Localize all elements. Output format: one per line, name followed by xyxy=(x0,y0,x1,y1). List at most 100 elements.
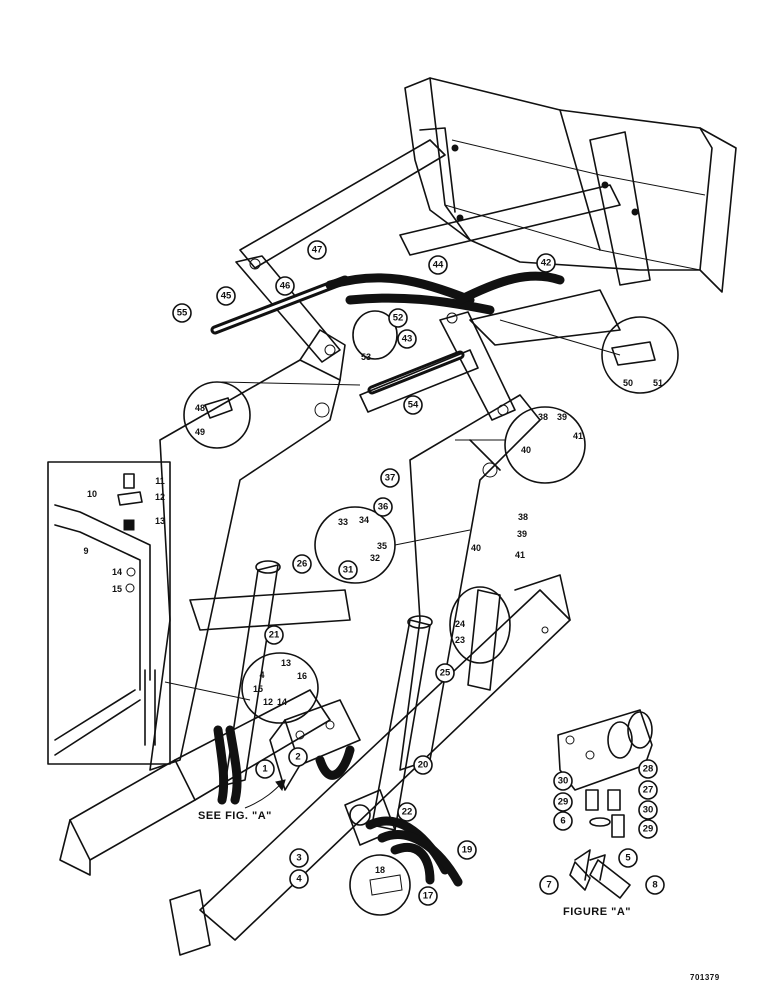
callout-38-lower: 38 xyxy=(518,512,528,522)
svg-text:13: 13 xyxy=(155,516,165,526)
svg-text:32: 32 xyxy=(370,553,380,563)
callout-42: 42 xyxy=(536,253,556,273)
callout-53: 53 xyxy=(361,352,371,362)
detail-bubble-50 xyxy=(601,316,679,394)
callout-14-inset: 14 xyxy=(112,567,122,577)
svg-text:19: 19 xyxy=(462,845,473,856)
callout-7: 7 xyxy=(539,875,559,895)
svg-text:29: 29 xyxy=(558,797,569,808)
svg-text:3: 3 xyxy=(296,853,301,864)
svg-text:35: 35 xyxy=(377,541,387,551)
control-valve xyxy=(213,699,361,805)
callout-11: 11 xyxy=(155,476,165,486)
callout-36: 36 xyxy=(373,497,393,517)
svg-text:37: 37 xyxy=(385,473,396,484)
callout-14-bubble: 14 xyxy=(277,697,287,707)
detail-bubble-38 xyxy=(455,406,586,484)
callout-12-bubble: 12 xyxy=(263,697,273,707)
svg-text:26: 26 xyxy=(297,559,308,570)
detail-bubble-16 xyxy=(164,652,319,724)
svg-text:52: 52 xyxy=(393,313,404,324)
callout-26: 26 xyxy=(292,554,312,574)
callout-9: 9 xyxy=(83,546,88,556)
svg-text:44: 44 xyxy=(433,260,444,271)
callout-4: 4 xyxy=(289,869,309,889)
see-fig-a-caption: SEE FIG. "A" xyxy=(198,810,272,822)
loader-frame xyxy=(59,574,571,956)
svg-text:15: 15 xyxy=(112,584,122,594)
svg-text:38: 38 xyxy=(538,412,548,422)
callout-29-a: 29 xyxy=(553,792,573,812)
svg-text:15: 15 xyxy=(253,684,263,694)
svg-text:38: 38 xyxy=(518,512,528,522)
svg-text:54: 54 xyxy=(408,400,419,411)
callout-39-upper: 39 xyxy=(557,412,567,422)
svg-text:39: 39 xyxy=(517,529,527,539)
svg-text:2: 2 xyxy=(295,752,300,763)
see-fig-arrowhead xyxy=(275,779,286,792)
callout-37: 37 xyxy=(380,468,400,488)
callout-49: 49 xyxy=(195,427,205,437)
svg-text:50: 50 xyxy=(623,378,633,388)
tilt-cylinders xyxy=(210,275,479,413)
svg-text:17: 17 xyxy=(423,891,434,902)
upper-hoses xyxy=(325,271,621,356)
svg-text:5: 5 xyxy=(625,853,631,864)
svg-text:12: 12 xyxy=(263,697,273,707)
callout-18: 18 xyxy=(375,865,385,875)
callout-52: 52 xyxy=(388,308,408,328)
callout-45: 45 xyxy=(216,286,236,306)
callout-46: 46 xyxy=(275,276,295,296)
callout-2: 2 xyxy=(288,747,308,767)
svg-text:49: 49 xyxy=(195,427,205,437)
callout-35: 35 xyxy=(377,541,387,551)
callout-41-upper: 41 xyxy=(573,431,583,441)
svg-text:21: 21 xyxy=(269,630,280,641)
callout-4-bubble: 4 xyxy=(259,670,264,680)
figure-a-caption: FIGURE "A" xyxy=(563,906,631,918)
svg-text:33: 33 xyxy=(338,517,348,527)
svg-text:9: 9 xyxy=(83,546,88,556)
callout-12-inset: 12 xyxy=(155,492,165,502)
callout-28: 28 xyxy=(638,759,658,779)
callout-40-lower: 40 xyxy=(471,543,481,553)
callout-1: 1 xyxy=(255,759,275,779)
svg-text:55: 55 xyxy=(177,308,188,319)
callout-55: 55 xyxy=(172,303,192,323)
callout-47: 47 xyxy=(307,240,327,260)
svg-text:34: 34 xyxy=(359,515,369,525)
detail-bubble-23 xyxy=(449,586,511,664)
svg-text:42: 42 xyxy=(541,258,552,269)
svg-text:13: 13 xyxy=(281,658,291,668)
callout-31: 31 xyxy=(338,560,358,580)
callout-30-b: 30 xyxy=(638,800,658,820)
callout-50: 50 xyxy=(623,378,633,388)
svg-text:20: 20 xyxy=(418,760,429,771)
callout-27: 27 xyxy=(638,780,658,800)
svg-text:14: 14 xyxy=(112,567,122,577)
callout-17: 17 xyxy=(418,886,438,906)
detail-bubble-18 xyxy=(349,854,411,916)
callout-10: 10 xyxy=(87,489,97,499)
svg-text:1: 1 xyxy=(262,764,268,775)
svg-text:31: 31 xyxy=(343,565,354,576)
callout-13-inset: 13 xyxy=(155,516,165,526)
callout-6: 6 xyxy=(553,811,573,831)
svg-text:11: 11 xyxy=(155,476,165,486)
svg-text:25: 25 xyxy=(440,668,451,679)
callout-22: 22 xyxy=(397,802,417,822)
callout-20: 20 xyxy=(413,755,433,775)
svg-text:53: 53 xyxy=(361,352,371,362)
svg-text:14: 14 xyxy=(277,697,287,707)
svg-text:10: 10 xyxy=(87,489,97,499)
svg-text:51: 51 xyxy=(653,378,663,388)
svg-text:7: 7 xyxy=(546,880,551,891)
svg-text:36: 36 xyxy=(378,502,389,513)
svg-text:4: 4 xyxy=(296,874,302,885)
svg-text:43: 43 xyxy=(402,334,413,345)
callout-13-bubble: 13 xyxy=(281,658,291,668)
svg-text:22: 22 xyxy=(402,807,413,818)
lower-hoses xyxy=(344,789,463,887)
callout-8: 8 xyxy=(645,875,665,895)
callout-21: 21 xyxy=(264,625,284,645)
